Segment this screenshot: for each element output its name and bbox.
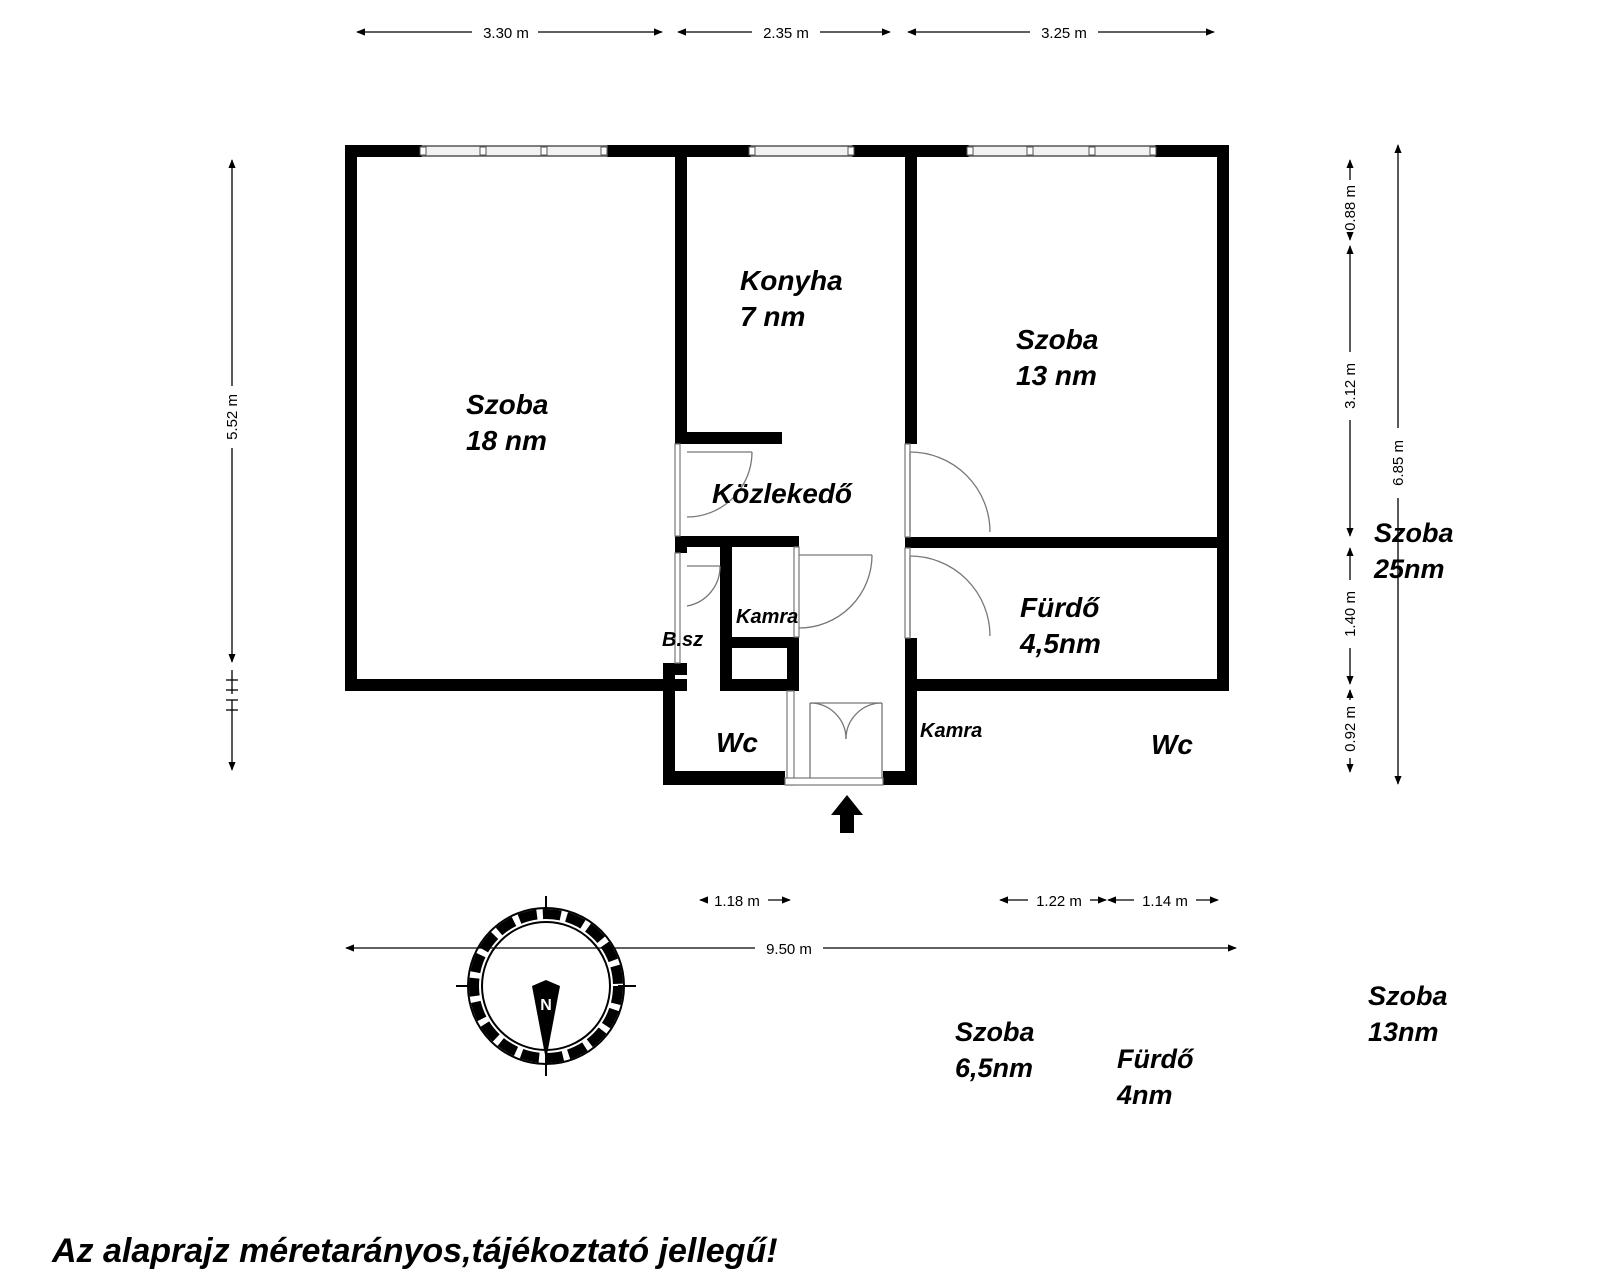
loose-szoba-13-area: 13nm: [1368, 1017, 1439, 1047]
dim-right-2: 3.12 m: [1342, 363, 1359, 409]
loose-furdo-4-area: 4nm: [1116, 1080, 1173, 1110]
windows: [419, 145, 1157, 157]
room-bsz-name: B.sz: [662, 629, 703, 651]
room-szoba-18-name: Szoba: [466, 389, 548, 420]
loose-szoba-25-area: 25nm: [1373, 554, 1445, 584]
compass-rose-icon: N: [456, 896, 636, 1076]
walls: [345, 145, 1229, 785]
room-szoba-13-name: Szoba: [1016, 324, 1098, 355]
dim-bottom-total: 9.50 m: [766, 941, 812, 958]
room-kozlekedo-name: Közlekedő: [712, 478, 853, 509]
loose-szoba-65-area: 6,5nm: [955, 1053, 1033, 1083]
loose-szoba-25-name: Szoba: [1374, 518, 1454, 548]
left-dimension: 5.52 m: [224, 159, 241, 771]
dim-left-height: 5.52 m: [224, 394, 241, 440]
disclaimer-note: Az alaprajz méretarányos,tájékoztató jel…: [52, 1232, 778, 1270]
dim-right-1: 0.88 m: [1342, 185, 1359, 231]
room-kamra-1-name: Kamra: [736, 606, 798, 628]
loose-szoba-65-name: Szoba: [955, 1017, 1035, 1047]
top-dimensions: 3.30 m 2.35 m 3.25 m: [356, 25, 1215, 42]
right-dimensions: 0.88 m 3.12 m 1.40 m 0.92 m 6.85 m: [1342, 144, 1407, 785]
room-furdo-area: 4,5nm: [1019, 628, 1101, 659]
dim-top-3: 3.25 m: [1041, 25, 1087, 42]
dim-top-1: 3.30 m: [483, 25, 529, 42]
room-konyha-name: Konyha: [740, 265, 843, 296]
dim-bottom-3: 1.14 m: [1142, 893, 1188, 910]
dim-right-total: 6.85 m: [1390, 440, 1407, 486]
room-kamra-2-name: Kamra: [920, 720, 982, 742]
room-wc-2-name: Wc: [1151, 729, 1193, 760]
loose-szoba-13-name: Szoba: [1368, 981, 1448, 1011]
dim-right-4: 0.92 m: [1342, 706, 1359, 752]
loose-furdo-4-name: Fürdő: [1117, 1044, 1195, 1074]
loose-labels: Szoba 25nm Szoba 6,5nm Fürdő 4nm Szoba 1…: [955, 518, 1454, 1110]
dim-right-3: 1.40 m: [1342, 591, 1359, 637]
dim-top-2: 2.35 m: [763, 25, 809, 42]
room-konyha-area: 7 nm: [740, 301, 805, 332]
dim-bottom-1: 1.18 m: [714, 893, 760, 910]
doors: [674, 443, 991, 786]
dim-bottom-2: 1.22 m: [1036, 893, 1082, 910]
room-wc-1-name: Wc: [716, 727, 758, 758]
bottom-dimensions: 1.18 m 1.22 m 1.14 m 9.50 m: [345, 893, 1237, 958]
compass-north-letter: N: [540, 997, 552, 1014]
room-szoba-18-area: 18 nm: [466, 425, 547, 456]
room-szoba-13-area: 13 nm: [1016, 360, 1097, 391]
room-furdo-name: Fürdő: [1020, 592, 1100, 623]
entrance-arrow-icon: [831, 795, 863, 833]
room-labels: Szoba 18 nm Konyha 7 nm Szoba 13 nm Közl…: [466, 265, 1193, 760]
